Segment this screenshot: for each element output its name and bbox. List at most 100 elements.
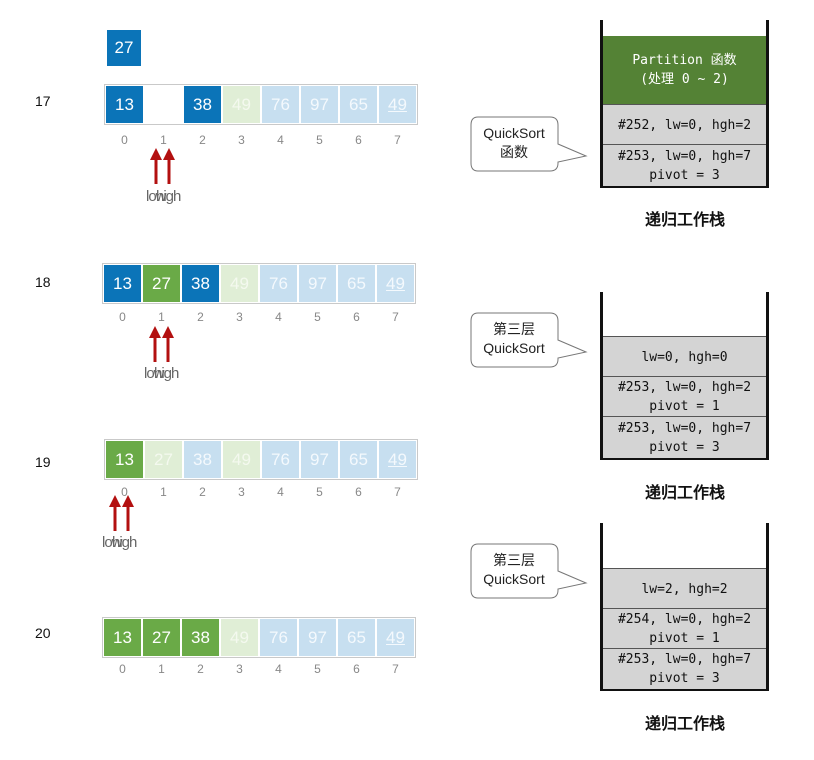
callout-line: 第三层: [493, 552, 535, 568]
array-cell: 65: [340, 441, 377, 478]
index-label: 1: [160, 485, 167, 499]
array-cell: 38: [184, 86, 221, 123]
callout-text: QuickSort 函数: [470, 124, 558, 162]
array-cell: 49: [379, 441, 416, 478]
high-arrow-icon: [163, 148, 175, 184]
stack-frame-partition: Partition 函数 (处理 0 ~ 2): [603, 36, 766, 104]
stack-frame: #254, lw=0, hgh=2 pivot = 1: [603, 608, 766, 649]
index-label: 2: [197, 310, 204, 324]
array-cell: 97: [299, 265, 336, 302]
frame-line: pivot = 3: [649, 671, 720, 686]
array-cell: 38: [184, 441, 221, 478]
index-label: 6: [353, 662, 360, 676]
high-arrow-icon: [162, 326, 174, 362]
low-label: low: [146, 188, 166, 205]
low-high-arrows: [149, 326, 174, 362]
cell-value: 27: [154, 449, 173, 469]
index-label: 0: [121, 133, 128, 147]
recursion-stack: lw=0, hgh=0 #253, lw=0, hgh=2 pivot = 1 …: [600, 292, 769, 460]
low-high-arrows: [109, 495, 134, 531]
high-label: high: [112, 534, 137, 551]
array-cell: 76: [262, 86, 299, 123]
frame-line: pivot = 1: [649, 399, 720, 414]
frame-line: lw=0, hgh=0: [641, 349, 728, 365]
low-label: low: [102, 534, 122, 551]
callout-bubble: [470, 116, 588, 172]
index-label: 7: [394, 485, 401, 499]
cell-value: 49: [232, 449, 251, 469]
index-label: 5: [314, 662, 321, 676]
array-cell: 13: [104, 619, 141, 656]
array-cell: 97: [301, 441, 338, 478]
frame-line: pivot = 3: [649, 167, 720, 183]
frame-line: Partition 函数: [632, 53, 737, 68]
frame-line: #253, lw=0, hgh=7: [617, 652, 752, 667]
index-label: 7: [392, 310, 399, 324]
cell-value: 49: [386, 627, 405, 647]
recursion-stack: Partition 函数 (处理 0 ~ 2) #252, lw=0, hgh=…: [600, 20, 769, 188]
index-label: 2: [199, 485, 206, 499]
index-label: 2: [199, 133, 206, 147]
high-arrow-icon: [122, 495, 134, 531]
callout-line: 函数: [500, 144, 528, 160]
index-label: 3: [236, 662, 243, 676]
low-label: low: [144, 365, 164, 382]
cell-value: 13: [115, 94, 134, 114]
frame-line: #253, lw=0, hgh=7: [617, 420, 752, 436]
index-label: 5: [316, 485, 323, 499]
index-label: 0: [119, 662, 126, 676]
cell-value: 13: [113, 273, 132, 293]
floating-pivot-cell: 27: [107, 30, 141, 66]
cell-value: 27: [152, 627, 171, 647]
index-label: 3: [236, 310, 243, 324]
index-label: 6: [355, 133, 362, 147]
stack-frame: #253, lw=0, hgh=2 pivot = 1: [603, 376, 766, 417]
index-label: 4: [277, 485, 284, 499]
index-label: 3: [238, 485, 245, 499]
cell-value: 13: [113, 627, 132, 647]
frame-line: #253, lw=0, hgh=2: [617, 380, 752, 395]
cell-value: 49: [230, 627, 249, 647]
cell-value: 76: [271, 449, 290, 469]
index-label: 7: [392, 662, 399, 676]
array-cell: 97: [299, 619, 336, 656]
cell-value: 38: [191, 627, 210, 647]
array-cell: 38: [182, 265, 219, 302]
index-label: 6: [353, 310, 360, 324]
array-cell: 49: [221, 619, 258, 656]
frame-line: pivot = 1: [649, 631, 720, 646]
low-arrow-icon: [149, 326, 161, 362]
stack-frame: #252, lw=0, hgh=2: [603, 104, 766, 145]
callout-line: QuickSort: [483, 571, 545, 587]
recursion-stack: lw=2, hgh=2 #254, lw=0, hgh=2 pivot = 1 …: [600, 523, 769, 691]
low-arrow-icon: [109, 495, 121, 531]
cell-value: 97: [310, 449, 329, 469]
array-cell: 49: [223, 441, 260, 478]
cell-value: 76: [271, 94, 290, 114]
array-cell: 65: [338, 265, 375, 302]
frame-line: #254, lw=0, hgh=2: [617, 612, 752, 627]
cell-value: 13: [115, 449, 134, 469]
low-high-arrows: [150, 148, 175, 184]
cell-value: 27: [152, 273, 171, 293]
index-label: 4: [275, 662, 282, 676]
array-cell: 38: [182, 619, 219, 656]
callout-line: QuickSort: [483, 340, 545, 356]
stack-frame: #253, lw=0, hgh=7 pivot = 3: [603, 144, 766, 186]
cell-value: 97: [308, 273, 327, 293]
callout-text: 第三层 QuickSort: [470, 320, 558, 358]
low-arrow-icon: [150, 148, 162, 184]
step-number: 17: [35, 93, 51, 109]
callout-bubble: [470, 312, 588, 368]
array-cell: 13: [104, 265, 141, 302]
index-label: 5: [316, 133, 323, 147]
array-cell: 49: [377, 265, 414, 302]
array-cell: 49: [221, 265, 258, 302]
cell-value: 49: [386, 273, 405, 293]
cell-value: 65: [349, 449, 368, 469]
